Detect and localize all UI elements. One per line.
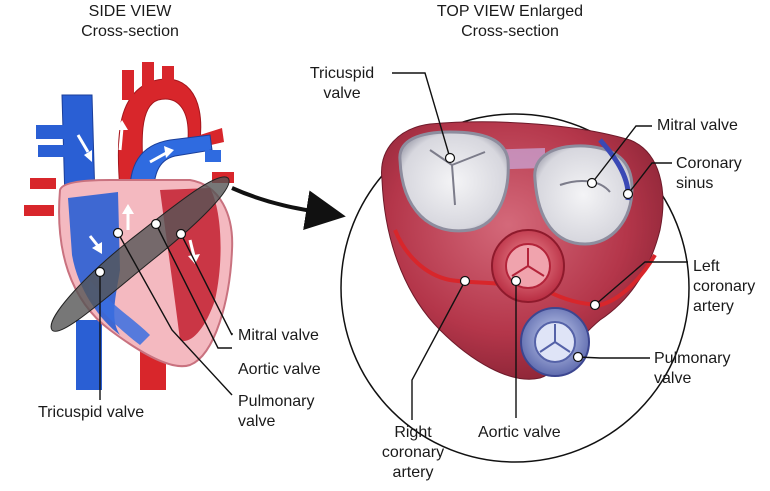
side-pulmonary-label: Pulmonary valve xyxy=(238,393,315,430)
right-coronary-vessel xyxy=(393,229,511,287)
aortic-valve-top xyxy=(491,229,565,303)
pulmonary-valve-top xyxy=(520,307,590,377)
top-pulmonary-label: Pulmonary valve xyxy=(654,350,731,387)
top-view-title: TOP VIEW Enlarged Cross-section xyxy=(436,3,584,40)
tricuspid-valve-top xyxy=(398,130,510,233)
top-coronary-sinus-label: Coronary sinus xyxy=(676,155,742,192)
side-tricuspid-label: Tricuspid valve xyxy=(38,404,145,421)
label-dots xyxy=(94,152,634,363)
inferior-vena-cava xyxy=(76,320,102,390)
top-aortic-label: Aortic valve xyxy=(478,424,561,441)
leader-lines xyxy=(99,72,688,420)
top-left-coronary-label: Left coronary artery xyxy=(693,258,756,315)
top-tricuspid-label: Tricuspid valve xyxy=(309,65,375,102)
side-aortic-label: Aortic valve xyxy=(238,361,321,378)
side-mitral-label: Mitral valve xyxy=(238,327,319,344)
top-right-coronary-label: Right coronary artery xyxy=(381,424,445,481)
top-view-circle xyxy=(340,113,690,463)
side-view-heart xyxy=(24,62,234,390)
top-mitral-label: Mitral valve xyxy=(657,117,738,134)
top-view-heart xyxy=(381,121,664,380)
cross-section-plane xyxy=(50,176,230,332)
side-view-title: SIDE VIEW Cross-section xyxy=(81,3,179,40)
enlarge-arrow xyxy=(231,186,346,230)
